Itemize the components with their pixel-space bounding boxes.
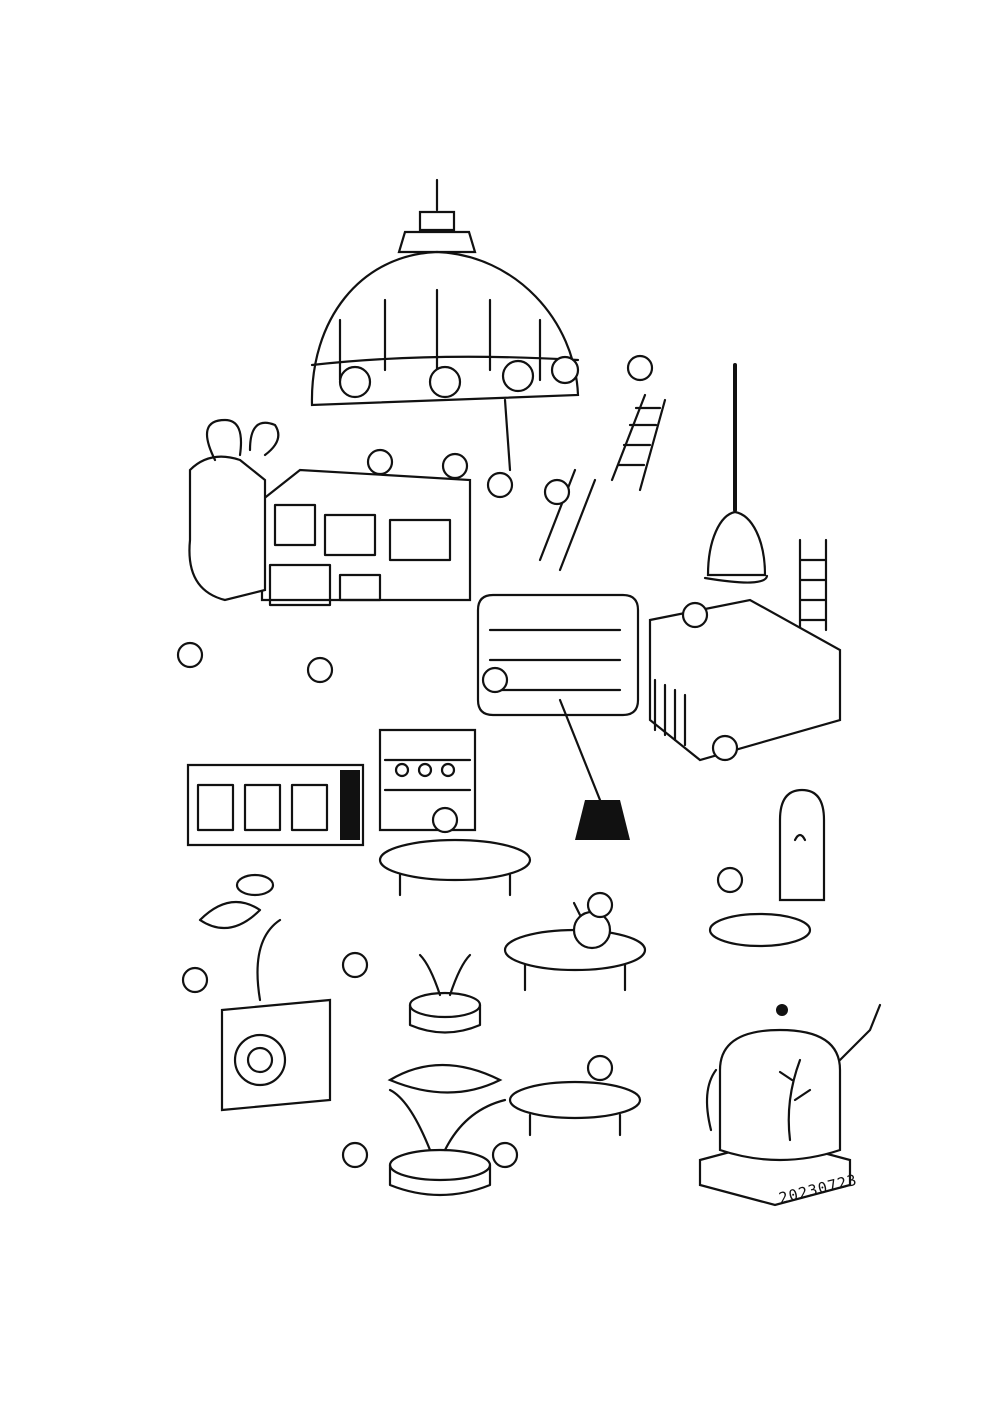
ladder (538, 393, 828, 632)
kettle (698, 1003, 882, 1207)
planter (408, 953, 482, 1034)
tables (378, 838, 812, 1137)
kitchen-cabinet (188, 418, 472, 607)
seed-pot (387, 1064, 507, 1197)
cat-figures (176, 354, 744, 1169)
machine (198, 873, 332, 1112)
mirror (778, 788, 826, 902)
shelf-unit (476, 593, 842, 762)
pendant-lamp (703, 363, 769, 584)
broom (558, 698, 630, 840)
sideboard (186, 763, 365, 847)
cupboard (378, 728, 477, 832)
dome-lamp (310, 178, 580, 472)
